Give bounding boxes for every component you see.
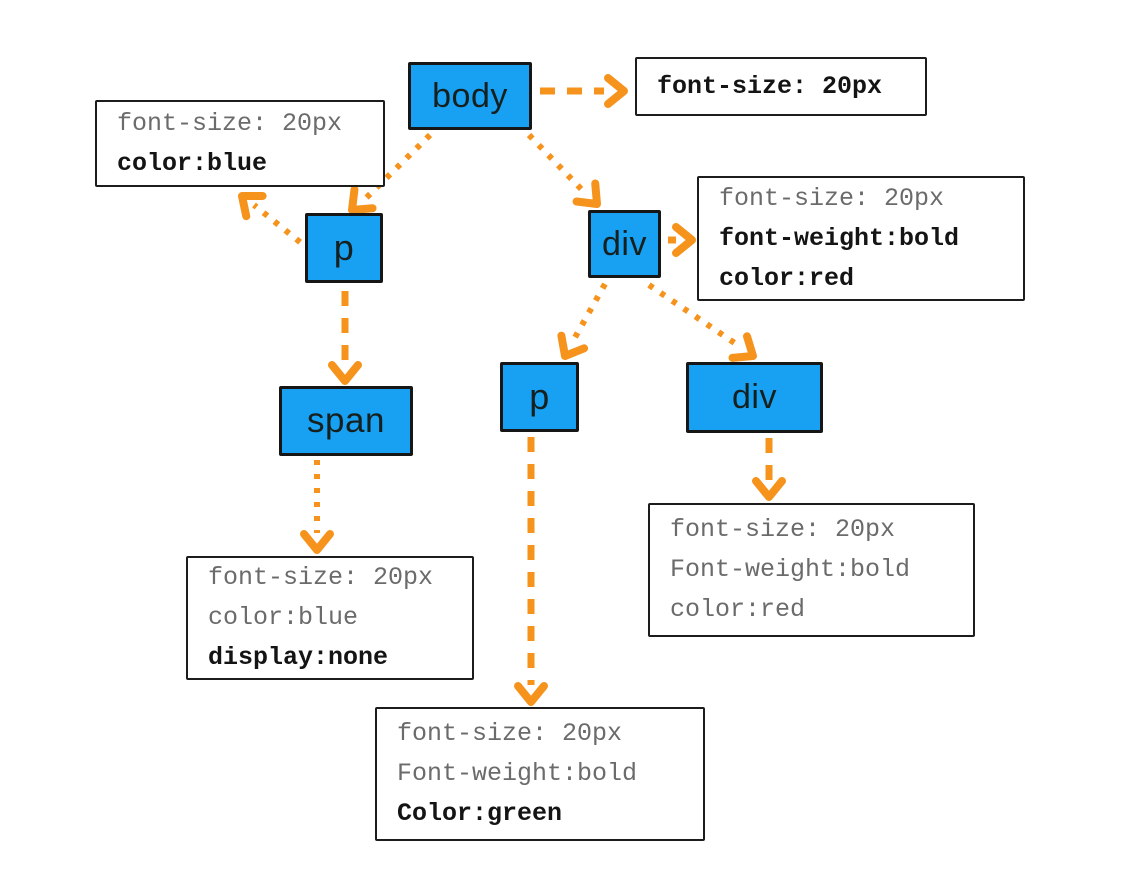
node-p-second: p [500,362,579,432]
css-declaration: font-size: 20px [208,563,434,592]
node-div-first: div [588,210,661,278]
css-declaration: font-size: 20px [719,183,945,213]
rule-box-div-second: font-size: 20px Font-weight:bold color:r… [648,503,975,637]
edge-p-to-rule-p [238,191,313,254]
edge-body-to-rule-body [540,74,628,108]
css-declaration: color:blue [117,148,268,178]
css-declaration: font-size: 20px [657,71,883,101]
css-declaration: Font-weight:bold [670,555,911,584]
css-declaration: font-size: 20px [397,719,623,748]
rule-box-p-second: font-size: 20px Font-weight:bold Color:g… [375,707,705,841]
css-declaration: display:none [208,643,389,672]
css-declaration: Color:green [397,799,563,828]
node-span: span [279,386,413,456]
css-declaration: Font-weight:bold [397,759,638,788]
css-declaration: font-size: 20px [117,108,343,138]
edge-span-to-rule-span [300,460,334,554]
edge-p2-to-rule-p2 [514,437,548,706]
rule-box-span: font-size: 20px color:blue display:none [186,556,474,680]
node-p-first: p [305,213,383,283]
rule-box-p-first: font-size: 20px color:blue [95,100,385,187]
node-body: body [408,62,532,130]
edge-div-to-rule-div [668,223,696,257]
css-declaration: font-size: 20px [670,515,896,544]
rule-box-body: font-size: 20px [635,57,927,116]
edge-body-to-div [526,132,601,208]
edge-div-to-p2 [557,282,608,360]
css-declaration: font-weight:bold [719,223,960,253]
edge-div2-to-rule-div2 [752,438,786,501]
css-declaration: color:red [719,263,855,293]
css-declaration: color:blue [208,603,359,632]
rule-box-div-first: font-size: 20px font-weight:bold color:r… [697,176,1025,301]
edge-p-to-span [328,291,362,385]
css-declaration: color:red [670,595,806,624]
node-div-second: div [686,362,823,433]
